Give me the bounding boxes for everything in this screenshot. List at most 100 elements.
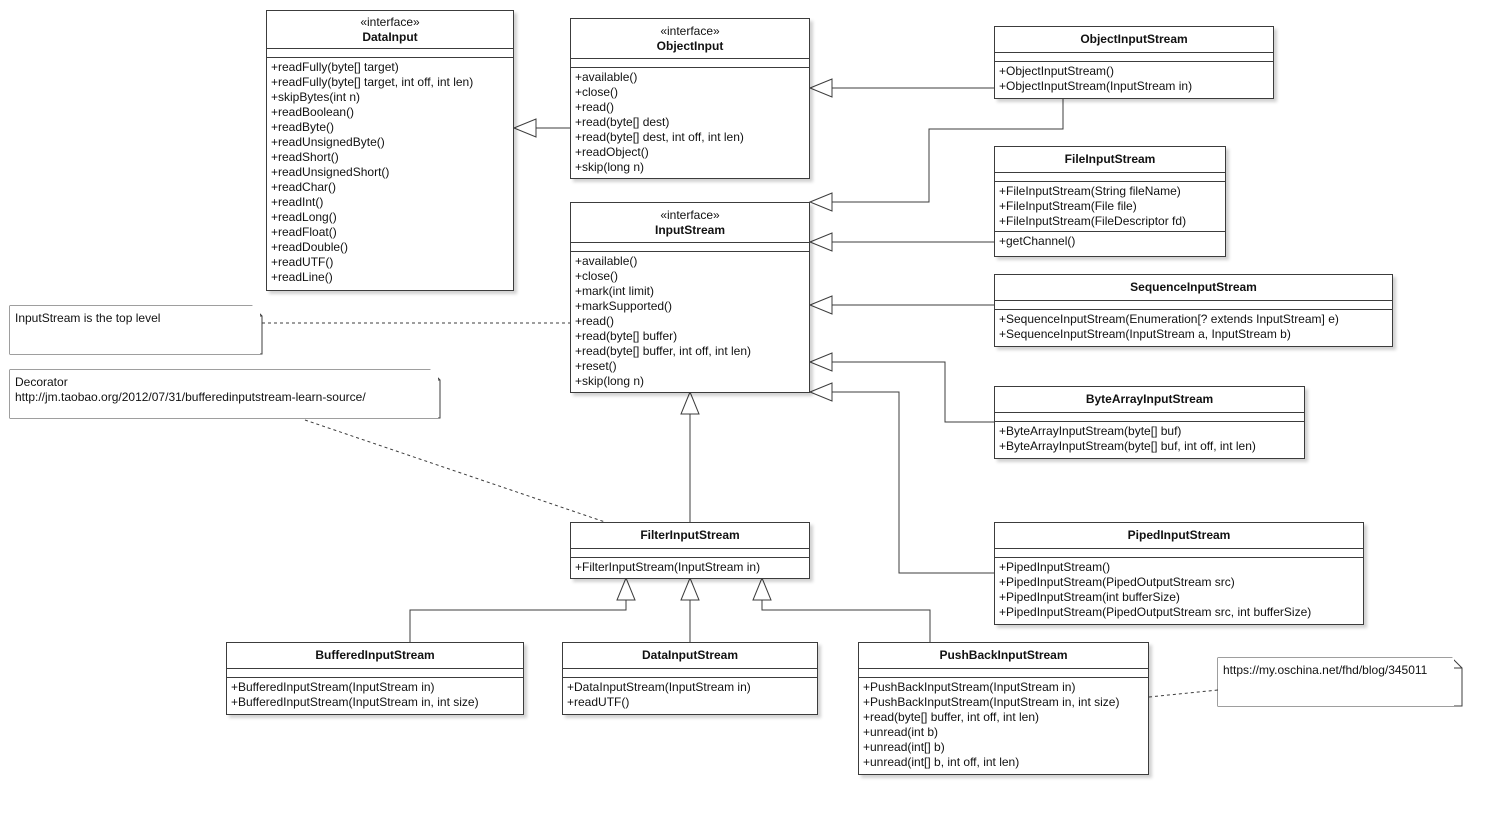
- generalization-arrowhead: [808, 192, 833, 212]
- generalization-arrowhead: [616, 576, 636, 601]
- operation: +SequenceInputStream(Enumeration[? exten…: [999, 312, 1339, 326]
- operation: +available(): [575, 70, 638, 84]
- operation: +PipedInputStream(PipedOutputStream src,…: [999, 605, 1312, 619]
- attributes-compartment: [995, 549, 1363, 558]
- class-header: PushBackInputStream: [859, 643, 1148, 669]
- class-filterinputstream[interactable]: FilterInputStream +FilterInputStream(Inp…: [570, 522, 810, 579]
- class-header: ByteArrayInputStream: [995, 387, 1304, 413]
- operation: +markSupported(): [575, 299, 673, 313]
- operation: +readUTF(): [271, 255, 334, 269]
- operation: +unread(int[] b): [863, 740, 945, 754]
- operations-compartment: +BufferedInputStream(InputStream in) +Bu…: [227, 678, 523, 712]
- operation: +close(): [575, 269, 619, 283]
- operation: +readShort(): [271, 150, 339, 164]
- operation: +FileInputStream(File file): [999, 199, 1137, 213]
- generalization-objectinputstream-inputstream: [832, 98, 1064, 203]
- operation: +close(): [575, 85, 619, 99]
- operation: +readChar(): [271, 180, 337, 194]
- operations-compartment: +SequenceInputStream(Enumeration[? exten…: [995, 310, 1392, 344]
- constructors-compartment: +FileInputStream(String fileName) +FileI…: [995, 182, 1225, 232]
- class-header: ObjectInputStream: [995, 27, 1273, 53]
- operation: +readFloat(): [271, 225, 337, 239]
- generalization-arrowhead: [808, 78, 833, 98]
- class-header: FilterInputStream: [571, 523, 809, 549]
- note-text: Decorator: [15, 375, 68, 389]
- attributes-compartment: [267, 49, 513, 58]
- class-name: DataInput: [362, 29, 418, 44]
- operation: +read(byte[] dest, int off, int len): [575, 130, 744, 144]
- operation: +FileInputStream(String fileName): [999, 184, 1181, 198]
- operation: +DataInputStream(InputStream in): [567, 680, 751, 694]
- operation: +FileInputStream(FileDescriptor fd): [999, 214, 1187, 228]
- note-link: http://jm.taobao.org/2012/07/31/buffered…: [15, 390, 366, 404]
- note-toplevel[interactable]: InputStream is the top level: [10, 306, 260, 354]
- generalization-bytearrayinputstream-inputstream: [832, 361, 994, 423]
- class-inputstream[interactable]: «interface» InputStream +available() +cl…: [570, 202, 810, 393]
- note-anchor-oschina: [1148, 689, 1219, 698]
- class-bufferedinputstream[interactable]: BufferedInputStream +BufferedInputStream…: [226, 642, 524, 715]
- class-bytearrayinputstream[interactable]: ByteArrayInputStream +ByteArrayInputStre…: [994, 386, 1305, 459]
- attributes-compartment: [571, 549, 809, 558]
- operation: +FilterInputStream(InputStream in): [575, 560, 761, 574]
- class-sequenceinputstream[interactable]: SequenceInputStream +SequenceInputStream…: [994, 274, 1393, 347]
- operation: +read(byte[] buffer, int off, int len): [575, 344, 751, 358]
- class-name: FilterInputStream: [640, 528, 740, 542]
- class-name: BufferedInputStream: [315, 648, 435, 662]
- attributes-compartment: [995, 413, 1304, 422]
- stereotype-label: «interface»: [660, 207, 720, 222]
- note-anchor-decorator: [304, 419, 606, 523]
- attributes-compartment: [995, 53, 1273, 62]
- class-datainput[interactable]: «interface» DataInput +readFully(byte[] …: [266, 10, 514, 291]
- operation: +ByteArrayInputStream(byte[] buf): [999, 424, 1182, 438]
- generalization-pushbackinputstream-filterinputstream: [761, 600, 931, 642]
- note-decorator[interactable]: Decorator http://jm.taobao.org/2012/07/3…: [10, 370, 438, 418]
- operation: +getChannel(): [999, 234, 1076, 248]
- class-pushbackinputstream[interactable]: PushBackInputStream +PushBackInputStream…: [858, 642, 1149, 775]
- operation: +readDouble(): [271, 240, 349, 254]
- class-pipedinputstream[interactable]: PipedInputStream +PipedInputStream() +Pi…: [994, 522, 1364, 625]
- note-oschina[interactable]: https://my.oschina.net/fhd/blog/345011: [1218, 658, 1454, 706]
- generalization-arrowhead: [808, 382, 833, 402]
- operation: +read(byte[] buffer): [575, 329, 678, 343]
- class-name: FileInputStream: [1064, 152, 1156, 166]
- generalization-arrowhead: [512, 118, 537, 138]
- operation: +readLine(): [271, 270, 333, 284]
- operation: +readByte(): [271, 120, 335, 134]
- class-name: PushBackInputStream: [939, 648, 1068, 662]
- operations-compartment: +available() +close() +mark(int limit) +…: [571, 252, 809, 391]
- operation: +readUnsignedShort(): [271, 165, 390, 179]
- operation: +read(): [575, 100, 615, 114]
- operation: +BufferedInputStream(InputStream in): [231, 680, 435, 694]
- operation: +unread(int b): [863, 725, 939, 739]
- class-datainputstream[interactable]: DataInputStream +DataInputStream(InputSt…: [562, 642, 818, 715]
- operation: +available(): [575, 254, 638, 268]
- operation: +readFully(byte[] target, int off, int l…: [271, 75, 474, 89]
- attributes-compartment: [571, 243, 809, 252]
- class-header: DataInputStream: [563, 643, 817, 669]
- generalization-arrowhead: [680, 390, 700, 415]
- class-header: «interface» ObjectInput: [571, 19, 809, 59]
- attributes-compartment: [995, 173, 1225, 182]
- operation: +readLong(): [271, 210, 337, 224]
- class-fileinputstream[interactable]: FileInputStream +FileInputStream(String …: [994, 146, 1226, 257]
- operation: +PipedInputStream(): [999, 560, 1111, 574]
- class-header: PipedInputStream: [995, 523, 1363, 549]
- generalization-pipedinputstream-inputstream: [832, 391, 994, 574]
- operation: +readBoolean(): [271, 105, 355, 119]
- stereotype-label: «interface»: [360, 14, 420, 29]
- operation: +PushBackInputStream(InputStream in): [863, 680, 1076, 694]
- generalization-bufferedinputstream-filterinputstream: [409, 600, 627, 642]
- operation: +SequenceInputStream(InputStream a, Inpu…: [999, 327, 1291, 341]
- operation: +PipedInputStream(int bufferSize): [999, 590, 1180, 604]
- class-objectinput[interactable]: «interface» ObjectInput +available() +cl…: [570, 18, 810, 179]
- class-objectinputstream[interactable]: ObjectInputStream +ObjectInputStream() +…: [994, 26, 1274, 99]
- class-name: SequenceInputStream: [1130, 280, 1257, 294]
- class-header: SequenceInputStream: [995, 275, 1392, 301]
- operations-compartment: +PushBackInputStream(InputStream in) +Pu…: [859, 678, 1148, 772]
- operation: +mark(int limit): [575, 284, 655, 298]
- attributes-compartment: [859, 669, 1148, 678]
- class-name: ObjectInputStream: [1080, 32, 1188, 46]
- class-name: PipedInputStream: [1127, 528, 1231, 542]
- operation: +readUTF(): [567, 695, 630, 709]
- operation: +readUnsignedByte(): [271, 135, 385, 149]
